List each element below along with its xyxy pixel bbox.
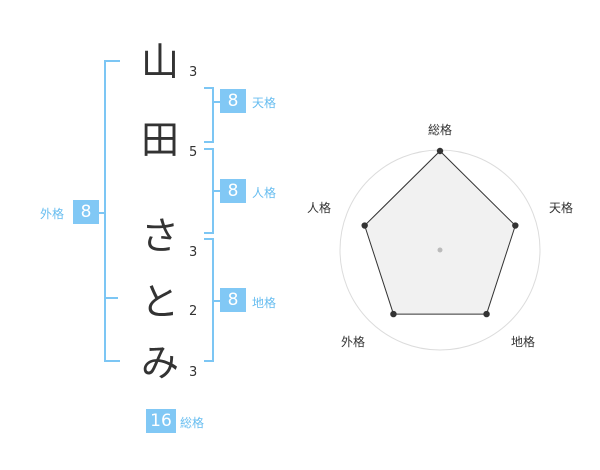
radar-point-4	[390, 310, 397, 318]
gaikaku-connector	[98, 212, 104, 214]
tenkaku-badge: 8	[220, 89, 246, 113]
name-char-1: 山	[140, 40, 179, 84]
stroke-count-4: 2	[189, 304, 198, 319]
chikaku-badge: 8	[220, 288, 246, 312]
radar-center-dot	[437, 247, 443, 253]
stroke-count-2: 5	[189, 145, 198, 160]
radar-point-3	[483, 310, 490, 318]
stroke-count-1: 3	[189, 65, 198, 80]
soukaku-badge: 16	[146, 409, 176, 433]
chikaku-label: 地格	[252, 296, 277, 310]
gaikaku-label: 外格	[40, 207, 65, 221]
jinkaku-connector	[214, 190, 220, 192]
jinkaku-label: 人格	[252, 186, 277, 200]
jinkaku-bracket	[204, 148, 214, 234]
name-char-3: さ	[140, 214, 179, 258]
gaikaku-badge: 8	[73, 200, 99, 224]
radar-axis-label-soukaku: 総格	[428, 122, 452, 137]
gaikaku-bracket-split	[106, 297, 118, 299]
tenkaku-label: 天格	[252, 96, 277, 110]
tenkaku-bracket	[204, 87, 214, 143]
radar-chart: 総格 天格 地格 外格 人格	[307, 122, 573, 351]
radar-point-5	[361, 222, 368, 229]
chikaku-bracket	[204, 238, 214, 362]
radar-axis-label-gaikaku: 外格	[341, 334, 365, 349]
name-char-2: 田	[140, 118, 179, 162]
radar-point-1	[436, 147, 444, 155]
stroke-count-5: 3	[189, 365, 198, 380]
jinkaku-badge: 8	[220, 179, 246, 203]
radar-polygon	[364, 150, 516, 315]
tenkaku-connector	[214, 101, 220, 103]
radar-axis-label-chikaku: 地格	[511, 334, 535, 349]
soukaku-label: 総格	[180, 416, 205, 430]
radar-axis-label-tenkaku: 天格	[549, 200, 573, 215]
chikaku-connector	[214, 300, 220, 302]
stroke-count-3: 3	[189, 245, 198, 260]
radar-point-2	[512, 222, 519, 229]
radar-axis-label-jinkaku: 人格	[307, 200, 331, 215]
name-char-4: と	[140, 280, 179, 324]
name-char-5: み	[140, 341, 179, 385]
radar-points	[361, 147, 519, 318]
gaikaku-bracket	[104, 60, 120, 362]
